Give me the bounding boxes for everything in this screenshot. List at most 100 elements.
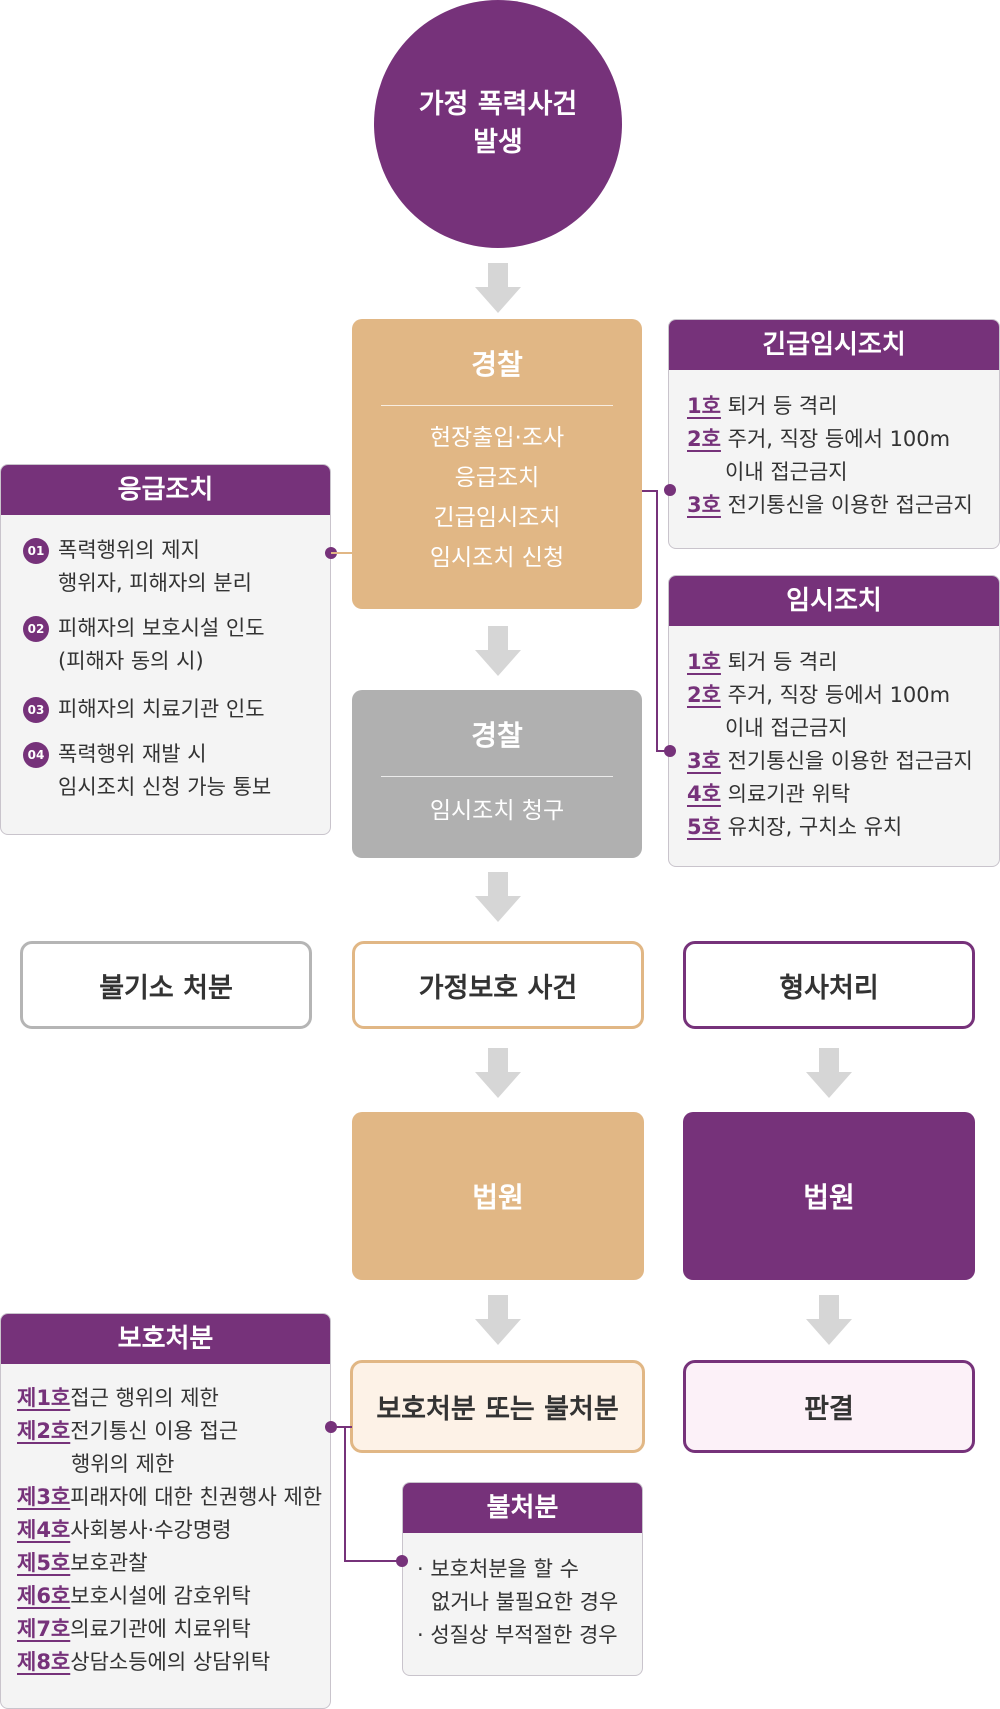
number-badge: 02 [23,616,49,642]
connector-dot [664,484,676,496]
police-title: 경찰 [471,348,523,381]
item-line: 행위자, 피해자의 분리 [58,571,252,595]
item-code: 제6호 [17,1584,71,1608]
item-line: 임시조치 신청 가능 통보 [58,775,272,799]
item-text: 이내 접근금지 [725,460,848,484]
down-arrow-icon [475,626,521,676]
item-code: 2호 [687,683,721,707]
item-text: 전기통신을 이용한 접근금지 [727,749,973,773]
number-badge: 04 [23,742,49,768]
item-text: 퇴거 등 격리 [727,650,838,674]
item-code: 5호 [687,815,721,839]
item-code: 4호 [687,782,721,806]
item-text: 퇴거 등 격리 [727,394,838,418]
court-title: 법원 [472,1181,524,1214]
list-item: 폭력행위의 제지 행위자, 피해자의 분리 [58,534,252,600]
list-item: 2호 주거, 직장 등에서 100m [687,679,950,712]
item-text: 유치장, 구치소 유치 [727,815,903,839]
list-item: 제1호접근 행위의 제한 [17,1382,219,1415]
item-text: 보호관찰 [70,1551,148,1575]
down-arrow-icon [475,263,521,313]
number-badge: 03 [23,697,49,723]
police-action: 임시조치 신청 [429,545,565,571]
item-line: 폭력행위 재발 시 [58,742,207,766]
temp-measures-panel: 임시조치 1호 퇴거 등 격리 2호 주거, 직장 등에서 100m 이내 접근… [668,575,1000,867]
police-title: 경찰 [471,719,523,752]
urgent-temp-panel: 긴급임시조치 1호 퇴거 등 격리 2호 주거, 직장 등에서 100m 이내 … [668,319,1000,549]
item-text: 피래자에 대한 친권행사 제한 [70,1485,323,1509]
item-code: 1호 [687,650,721,674]
court-title: 법원 [803,1181,855,1214]
item-text: 사회봉사·수강명령 [70,1518,232,1542]
item-code: 1호 [687,394,721,418]
item-text: 이내 접근금지 [725,716,848,740]
item-line: 피해자의 보호시설 인도 [58,616,265,640]
item-text: 전기통신을 이용한 접근금지 [727,493,973,517]
police-card-2: 경찰 임시조치 청구 [352,690,642,858]
item-code: 제8호 [17,1650,71,1674]
panel-title: 응급조치 [1,465,330,515]
item-text: 의료기관에 치료위탁 [70,1617,251,1641]
down-arrow-icon [806,1295,852,1345]
number-badge: 01 [23,538,49,564]
list-item: 제3호피래자에 대한 친권행사 제한 [17,1481,322,1514]
list-item: 1호 퇴거 등 격리 [687,646,838,679]
item-text: 상담소등에의 상담위탁 [70,1650,271,1674]
item-line: 피해자의 치료기관 인도 [58,697,265,721]
list-item: 4호 의료기관 위탁 [687,778,850,811]
protective-or-not-box: 보호처분 또는 불처분 [350,1360,645,1453]
police-card-1: 경찰 현장출입·조사 응급조치 긴급임시조치 임시조치 신청 [352,319,642,609]
list-item: 2호 주거, 직장 등에서 100m [687,423,950,456]
non-disposition-panel: 불처분 · 보호처분을 할 수 없거나 불필요한 경우 · 성질상 부적절한 경… [402,1482,643,1676]
down-arrow-icon [475,1295,521,1345]
list-item: 3호 전기통신을 이용한 접근금지 [687,489,973,522]
start-circle: 가정 폭력사건 발생 [374,0,622,248]
connector-dot [664,745,676,757]
item-code: 제5호 [17,1551,71,1575]
family-protection-box: 가정보호 사건 [352,941,644,1029]
no-prosecution-box: 불기소 처분 [20,941,312,1029]
connector-line [656,750,668,752]
court-card-right: 법원 [683,1112,975,1280]
item-code: 제1호 [17,1386,71,1410]
protective-disposition-panel: 보호처분 제1호접근 행위의 제한 제2호전기통신 이용 접근 행위의 제한 제… [0,1313,331,1709]
list-item: 없거나 불필요한 경우 [431,1590,619,1614]
item-line: 폭력행위의 제지 [58,538,200,562]
verdict-box: 판결 [683,1360,975,1453]
list-item: 제7호의료기관에 치료위탁 [17,1613,251,1646]
connector-line [642,490,658,492]
connector-line [331,1426,352,1428]
list-item: 1호 퇴거 등 격리 [687,390,838,423]
list-item: 제6호보호시설에 감호위탁 [17,1580,251,1613]
list-item: 제4호사회봉사·수강명령 [17,1514,232,1547]
item-text: 보호시설에 감호위탁 [70,1584,251,1608]
connector-line [344,1426,346,1562]
connector-line [656,490,658,752]
list-item: 폭력행위 재발 시 임시조치 신청 가능 통보 [58,738,271,804]
item-text: 의료기관 위탁 [727,782,851,806]
divider [381,405,613,406]
item-text: 접근 행위의 제한 [70,1386,219,1410]
down-arrow-icon [806,1048,852,1098]
item-code: 2호 [687,427,721,451]
police-action: 긴급임시조치 [433,505,561,531]
emergency-measures-panel: 응급조치 01 폭력행위의 제지 행위자, 피해자의 분리 02 피해자의 보호… [0,464,331,835]
start-label-1: 가정 폭력사건 [418,89,578,120]
list-item: 5호 유치장, 구치소 유치 [687,811,902,844]
item-code: 3호 [687,493,721,517]
connector-line [331,552,352,554]
item-code: 3호 [687,749,721,773]
panel-title: 임시조치 [669,576,999,626]
list-item: 피해자의 보호시설 인도 (피해자 동의 시) [58,612,265,678]
connector-line [344,1560,402,1562]
item-code: 제7호 [17,1617,71,1641]
court-card-left: 법원 [352,1112,644,1280]
criminal-box: 형사처리 [683,941,975,1029]
list-item: 피해자의 치료기관 인도 [58,693,265,726]
police-actions: 임시조치 청구 [430,791,564,831]
item-code: 제4호 [17,1518,71,1542]
panel-title: 긴급임시조치 [669,320,999,370]
divider [381,776,613,777]
down-arrow-icon [475,1048,521,1098]
start-label-2: 발생 [473,127,523,158]
